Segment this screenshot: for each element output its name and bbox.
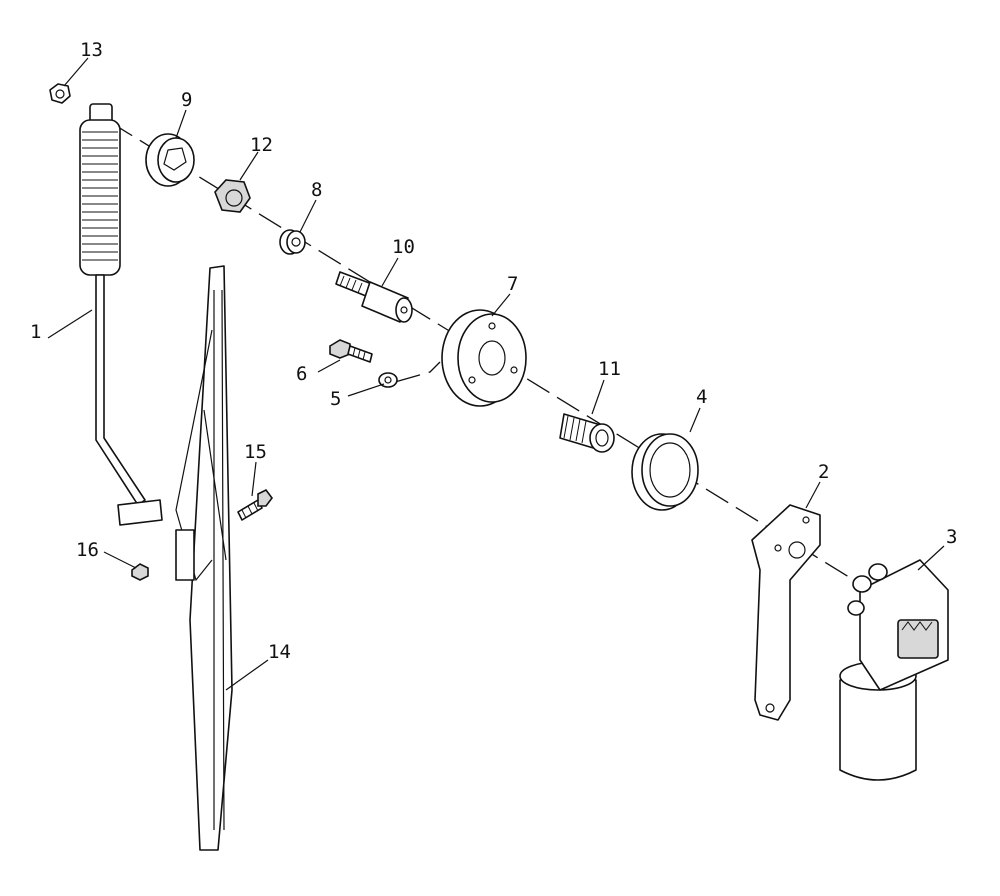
callout-2: 2 [818, 461, 829, 483]
callout-8: 8 [311, 179, 322, 201]
callout-14: 14 [268, 641, 291, 663]
callout-11: 11 [598, 358, 621, 380]
callout-13: 13 [80, 39, 103, 61]
leader-lines [47, 57, 945, 691]
part-14-wiper-blade [175, 265, 233, 851]
part-13-nut [49, 83, 71, 104]
part-7-flange [441, 309, 527, 407]
callout-1: 1 [30, 321, 41, 343]
part-6-bolt [329, 339, 373, 363]
callout-3: 3 [946, 526, 957, 548]
part-1-wiper-arm [79, 103, 163, 526]
part-3-motor [839, 559, 949, 781]
link-axis [394, 361, 441, 383]
part-11-sleeve [559, 413, 615, 453]
part-8-spacer [279, 229, 306, 255]
callout-5: 5 [330, 388, 341, 410]
callout-4: 4 [696, 386, 707, 408]
callout-15: 15 [244, 441, 267, 463]
part-15-screw [237, 488, 273, 521]
callout-9: 9 [181, 89, 192, 111]
part-4-seal [631, 433, 699, 511]
part-12-hex-nut [214, 179, 251, 213]
part-5-washer [378, 372, 398, 388]
part-9-bushing [145, 133, 195, 187]
callout-7: 7 [507, 273, 518, 295]
part-16-nut [131, 563, 149, 581]
part-10-shaft [335, 271, 413, 323]
part-2-bracket [751, 504, 821, 721]
callout-12: 12 [250, 134, 273, 156]
callout-16: 16 [76, 539, 99, 561]
callout-10: 10 [392, 236, 415, 258]
callout-6: 6 [296, 363, 307, 385]
